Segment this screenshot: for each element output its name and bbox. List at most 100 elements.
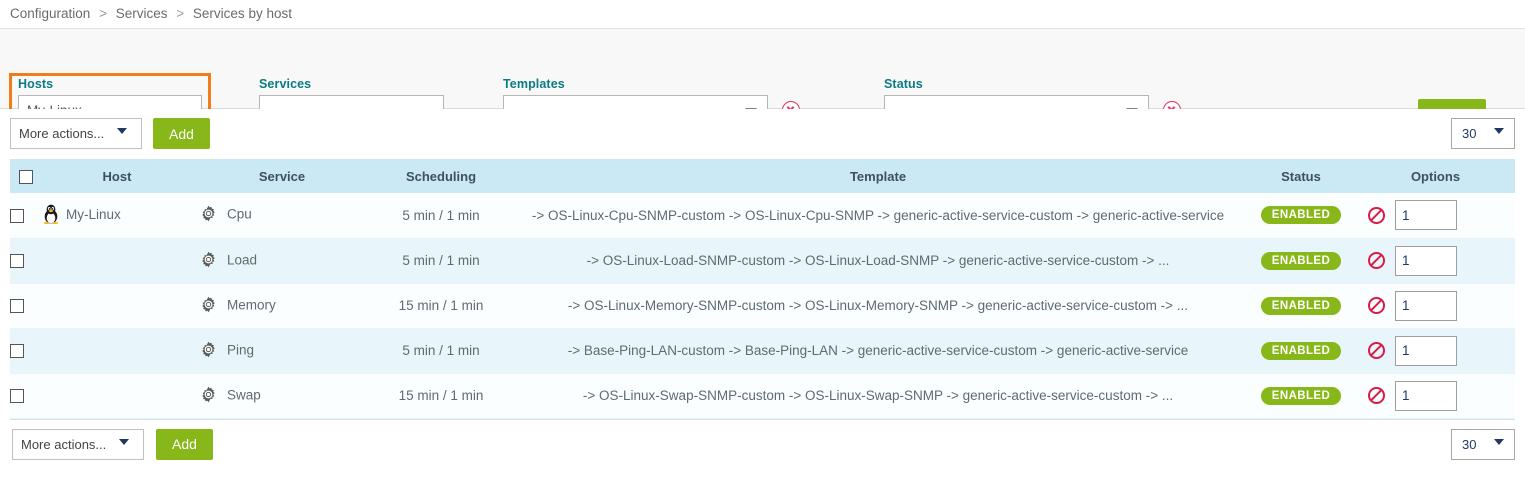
cell-template: -> OS-Linux-Load-SNMP-custom -> OS-Linux… [510,238,1246,284]
breadcrumb-separator: > [99,6,107,21]
row-checkbox[interactable] [10,208,24,223]
services-label: Services [259,77,312,91]
services-table: Host Service Scheduling Template Status … [10,159,1515,419]
row-select-cell [10,193,42,239]
filter-bar: Hosts Services Templates Status [0,28,1525,140]
add-button-top[interactable]: Add [153,118,210,149]
header-status[interactable]: Status [1246,159,1356,193]
cell-status: ENABLED [1246,193,1356,239]
table-row: Load 5 min / 1 min-> OS-Linux-Load-SNMP-c… [10,238,1515,284]
row-select-cell [10,328,42,374]
table-row: Ping 5 min / 1 min-> Base-Ping-LAN-custom… [10,328,1515,374]
row-checkbox[interactable] [10,344,24,359]
option-input[interactable] [1395,200,1457,231]
header-service[interactable]: Service [192,159,372,193]
header-host[interactable]: Host [42,159,192,193]
option-input[interactable] [1395,380,1457,411]
gear-icon [200,251,217,271]
table-header: Host Service Scheduling Template Status … [10,159,1515,193]
status-badge: ENABLED [1260,341,1342,360]
cell-host [42,283,192,329]
templates-label: Templates [503,77,565,91]
header-options[interactable]: Options [1356,159,1515,193]
status-badge: ENABLED [1260,386,1342,405]
cell-options [1356,238,1515,284]
page-size-select-top[interactable]: 30 [1451,118,1515,149]
cell-host: My-Linux [42,193,192,239]
cell-host [42,238,192,284]
hosts-label: Hosts [18,77,54,91]
deny-circle-icon[interactable] [1368,206,1385,224]
cell-status: ENABLED [1246,283,1356,329]
status-badge: ENABLED [1260,206,1342,225]
service-name[interactable]: Ping [227,342,255,358]
cell-service: Memory [192,283,372,329]
breadcrumb-services-by-host[interactable]: Services by host [192,6,292,21]
breadcrumb-separator-2: > [176,6,185,21]
add-button-bottom[interactable]: Add [156,428,213,460]
breadcrumb-services[interactable]: Services [115,6,168,21]
cell-scheduling: 15 min / 1 min [372,373,510,419]
deny-circle-icon[interactable] [1368,387,1385,404]
table-header-row: Host Service Scheduling Template Status … [10,159,1515,193]
more-actions-select-top[interactable]: More actions... [10,118,142,149]
row-checkbox[interactable] [10,254,24,269]
cell-scheduling: 5 min / 1 min [372,238,510,284]
cell-service: Ping [192,328,372,374]
option-input[interactable] [1395,245,1457,276]
tux-penguin-icon [42,204,60,227]
gear-icon [200,386,217,406]
cell-service: Swap [192,373,372,419]
gear-icon [200,341,217,361]
gear-icon [200,296,217,316]
cell-status: ENABLED [1246,238,1356,284]
status-badge: ENABLED [1260,251,1342,270]
page-size-select-bottom[interactable]: 30 [1451,428,1515,460]
cell-scheduling: 15 min / 1 min [372,283,510,329]
cell-service: Cpu [192,193,372,239]
row-select-cell [10,283,42,329]
cell-options [1356,328,1515,374]
table-row: Swap 15 min / 1 min-> OS-Linux-Swap-SNMP-… [10,373,1515,419]
deny-circle-icon[interactable] [1368,342,1385,359]
cell-template: -> OS-Linux-Swap-SNMP-custom -> OS-Linux… [510,373,1246,419]
service-name[interactable]: Cpu [227,206,252,222]
row-select-cell [10,238,42,284]
toolbar-top: More actions... Add 30 [0,109,1525,159]
cell-scheduling: 5 min / 1 min [372,193,510,239]
breadcrumb: Configuration > Services > Services by h… [0,0,1525,28]
header-template[interactable]: Template [510,159,1246,193]
status-label: Status [884,77,923,91]
cell-options [1356,193,1515,239]
service-name[interactable]: Swap [227,387,261,403]
cell-options [1356,283,1515,329]
service-name[interactable]: Memory [227,297,276,313]
cell-template: -> OS-Linux-Memory-SNMP-custom -> OS-Lin… [510,283,1246,329]
cell-status: ENABLED [1246,373,1356,419]
option-input[interactable] [1395,335,1457,366]
more-actions-select-bottom[interactable]: More actions... [12,428,144,460]
select-all-checkbox[interactable] [19,169,33,184]
cell-template: -> Base-Ping-LAN-custom -> Base-Ping-LAN… [510,328,1246,374]
option-input[interactable] [1395,290,1457,321]
row-checkbox[interactable] [10,389,24,404]
host-name[interactable]: My-Linux [66,206,121,222]
select-all-header [10,159,42,193]
breadcrumb-configuration[interactable]: Configuration [10,6,91,21]
cell-scheduling: 5 min / 1 min [372,328,510,374]
cell-options [1356,373,1515,419]
gear-icon [200,205,217,225]
deny-circle-icon[interactable] [1368,297,1385,314]
cell-status: ENABLED [1246,328,1356,374]
cell-service: Load [192,238,372,284]
header-scheduling[interactable]: Scheduling [372,159,510,193]
row-checkbox[interactable] [10,299,24,314]
row-select-cell [10,373,42,419]
status-badge: ENABLED [1260,296,1342,315]
deny-circle-icon[interactable] [1368,252,1385,269]
cell-host [42,328,192,374]
service-name[interactable]: Load [227,252,258,268]
